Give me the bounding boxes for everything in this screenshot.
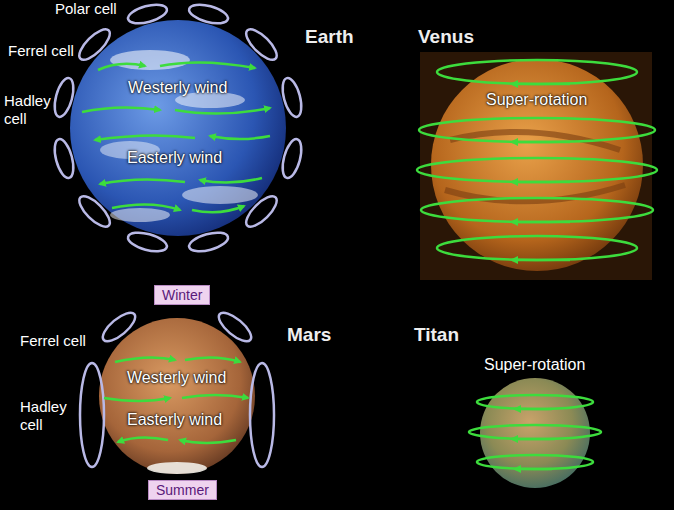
season-label: Winter [162, 287, 202, 303]
venus-image [420, 52, 652, 280]
cell-label: Hadley cell [20, 398, 72, 434]
season-label: Summer [156, 482, 209, 498]
planet-name: Titan [414, 326, 459, 344]
mars-wind-arrows [104, 357, 248, 443]
titan-node: Super-rotation [480, 378, 590, 488]
cell-label: Ferrel cell [20, 332, 86, 350]
planet-name: Venus [418, 28, 474, 46]
cell-label: Polar cell [55, 0, 117, 18]
mars-globe-node: Westerly windEasterly wind [99, 318, 255, 474]
mars-globe [99, 318, 255, 474]
titan-rings [469, 395, 601, 469]
wind-label: Westerly wind [128, 79, 227, 97]
venus-node: Super-rotation [420, 52, 652, 280]
mars-cells [80, 308, 274, 467]
wind-label: Super-rotation [484, 356, 585, 374]
earth-globe-node: Westerly windEasterly wind [70, 20, 286, 236]
wind-label: Easterly wind [127, 149, 222, 167]
season-box: Winter [154, 285, 210, 305]
wind-label: Westerly wind [127, 369, 226, 387]
planet-name: Mars [287, 326, 331, 344]
earth-globe [70, 20, 286, 236]
circulation-cells [51, 1, 305, 255]
cell-label: Hadley cell [4, 92, 56, 128]
cell-label: Ferrel cell [8, 42, 74, 60]
wind-arrows [82, 62, 270, 212]
wind-label: Super-rotation [486, 91, 587, 109]
season-box: Summer [148, 480, 217, 500]
planet-name: Earth [305, 28, 354, 46]
super-rotation-rings [417, 60, 657, 260]
wind-label: Easterly wind [127, 411, 222, 429]
